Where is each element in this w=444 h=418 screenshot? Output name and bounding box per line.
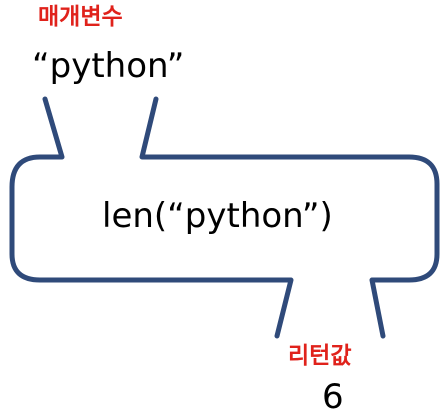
parameter-heading: 매개변수 — [38, 4, 123, 30]
function-call-expression: len(“python”) — [102, 196, 333, 236]
parameter-value: “python” — [32, 46, 185, 86]
return-heading: 리턴값 — [288, 343, 352, 369]
function-box-shape — [9, 96, 440, 339]
return-value: 6 — [322, 377, 344, 417]
